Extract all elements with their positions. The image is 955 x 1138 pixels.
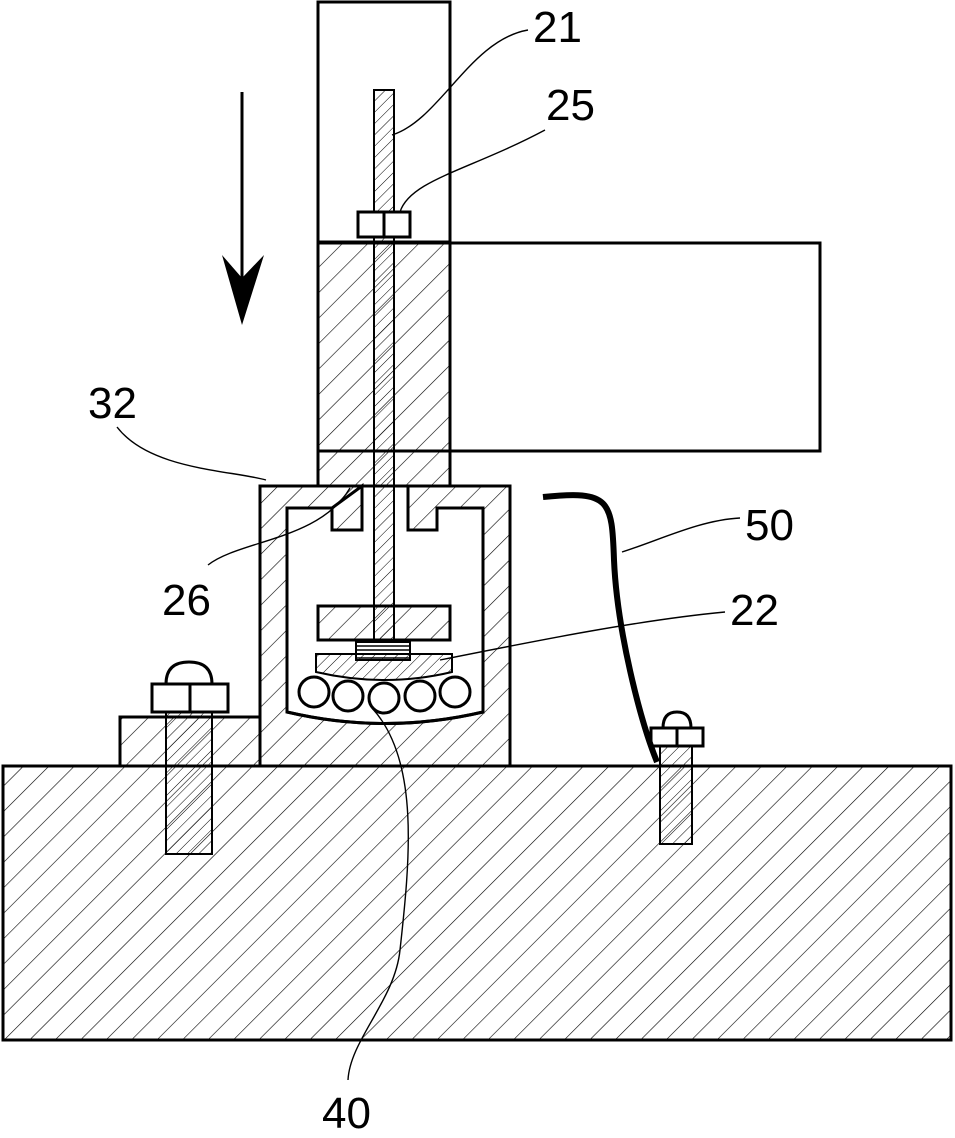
- pressing-flange: [316, 604, 452, 642]
- screw-nut-right-b: [675, 726, 705, 748]
- ref-label-21: 21: [533, 3, 582, 52]
- ball: [438, 675, 472, 709]
- side-block: [448, 241, 822, 453]
- bolt-nut-left-b: [188, 682, 230, 714]
- ball: [297, 675, 331, 709]
- screw-nut-right-a: [649, 726, 679, 748]
- rod-nut-b: [382, 210, 412, 239]
- bolt-shank-left: [165, 711, 213, 855]
- base-plate: [1, 764, 953, 1042]
- ground-wire: [542, 492, 660, 764]
- electrode-plate: [315, 653, 453, 681]
- ref-label-50: 50: [745, 501, 794, 550]
- rod-nut-a: [356, 210, 386, 239]
- down-arrow-icon: [222, 92, 264, 325]
- leader-32: [116, 426, 267, 481]
- ref-label-40: 40: [322, 1089, 371, 1138]
- leader-21: [391, 29, 529, 136]
- screw-shank-right: [659, 745, 693, 845]
- ball: [331, 679, 365, 713]
- leader-40: [347, 707, 410, 1081]
- ball: [403, 679, 437, 713]
- ball: [367, 681, 401, 715]
- ref-label-22: 22: [730, 586, 779, 635]
- leader-50: [621, 517, 741, 553]
- container-cavity: [285, 483, 485, 725]
- ref-label-25: 25: [546, 81, 595, 130]
- bolt-head-left: [164, 660, 214, 686]
- screw-head-right: [661, 710, 693, 730]
- ref-label-26: 26: [162, 576, 211, 625]
- leader-25: [399, 129, 546, 213]
- leader-26: [207, 487, 351, 566]
- leader-22: [439, 611, 726, 661]
- electrode-rod: [373, 89, 395, 643]
- ref-label-32: 32: [88, 379, 137, 428]
- bolt-nut-left-a: [150, 682, 192, 714]
